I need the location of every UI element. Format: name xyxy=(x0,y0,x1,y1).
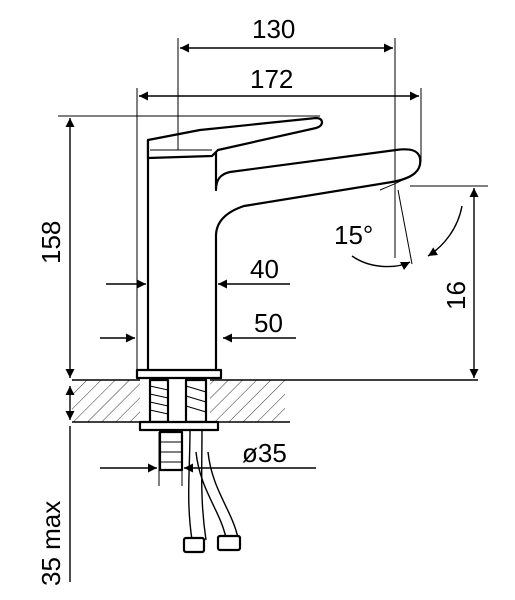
hole-diameter-label: ø35 xyxy=(242,438,287,468)
dimension-158: 158 xyxy=(36,115,320,378)
dimension-16: 16 xyxy=(410,185,488,378)
countertop-section xyxy=(72,378,478,424)
base-diameter-label: 50 xyxy=(254,308,283,338)
spout-reach-label: 130 xyxy=(252,14,295,44)
dimension-172: 172 xyxy=(136,64,422,372)
max-deck-thickness-label: 35 max xyxy=(36,501,66,586)
outlet-height-label: 16 xyxy=(441,281,471,310)
mounting-kit xyxy=(138,378,242,554)
faucet-body xyxy=(135,116,422,380)
faucet-base xyxy=(135,368,223,380)
body-diameter-label: 40 xyxy=(250,254,279,284)
hose-nut-left xyxy=(182,536,206,554)
hose-nut-right xyxy=(216,534,242,552)
faucet-spout xyxy=(146,138,422,374)
dimension-50: 50 xyxy=(100,308,296,343)
angle-15-degrees: 15° xyxy=(334,189,463,271)
dimension-hole-35: ø35 xyxy=(100,432,316,486)
total-length-label: 172 xyxy=(250,64,293,94)
total-height-label: 158 xyxy=(36,221,66,264)
handle-angle-label: 15° xyxy=(334,220,373,250)
dimension-40: 40 xyxy=(106,254,290,289)
dimension-35-max: 35 max xyxy=(36,386,75,586)
faucet-handle xyxy=(146,116,324,160)
